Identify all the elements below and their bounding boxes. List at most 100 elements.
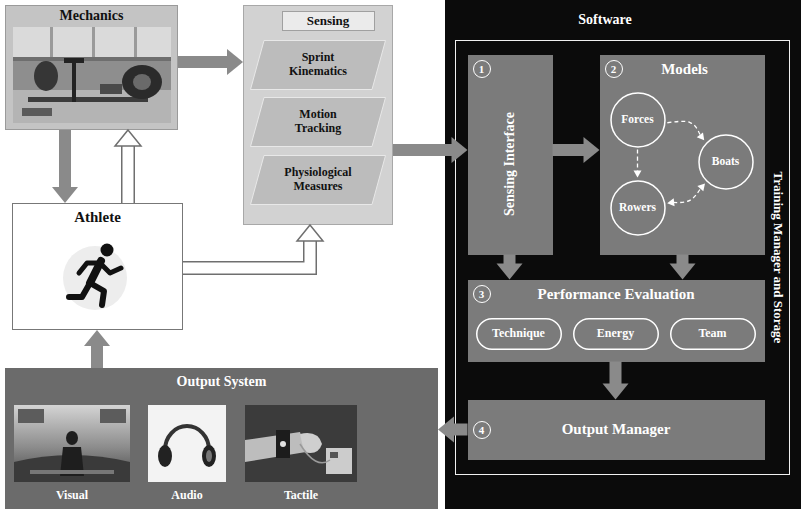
dashed-link [667, 121, 700, 135]
circle-shape [699, 135, 753, 189]
arrowhead [697, 132, 704, 140]
device-caption: Audio [171, 489, 202, 503]
illustration-part [101, 244, 114, 257]
arrow-shaft [183, 240, 310, 268]
illustration-part [90, 261, 101, 283]
illustration-part [63, 246, 127, 310]
device-caption: Tactile [284, 489, 318, 503]
illustration-part [13, 57, 171, 61]
process-title: Output Manager [562, 421, 671, 438]
criterion-label: Technique [492, 327, 545, 341]
arrow-shaft [91, 345, 103, 368]
sensor-parallelogram: Motion Tracking [250, 97, 386, 147]
arrowhead [52, 187, 78, 203]
illustration-part [330, 452, 338, 458]
sensor-label: Sprint Kinematics [278, 51, 358, 79]
criterion-label: Team [698, 327, 726, 341]
arrowhead [603, 384, 629, 400]
callout-number: 1 [473, 60, 491, 78]
model-circle: Rowers [610, 180, 666, 236]
dashed-link [673, 188, 701, 203]
panel-title: Output System [177, 374, 267, 390]
illustration-part [34, 61, 58, 91]
connector [603, 362, 629, 400]
connector [667, 183, 705, 206]
criterion-pill: Technique [476, 318, 562, 350]
sensing-panel: Sprint KinematicsMotion TrackingPhysiolo… [243, 5, 393, 225]
criterion-pill: Energy [573, 318, 659, 350]
arrow-shaft [59, 130, 71, 188]
illustration-part [100, 263, 121, 273]
illustration-part [13, 27, 171, 123]
mechanics-panel: Mechanics [5, 5, 178, 130]
pill-shape [476, 318, 561, 349]
arrowhead [697, 183, 705, 191]
dashed-link [637, 150, 638, 172]
arrow-shaft [553, 144, 585, 156]
sensor-label: Physiological Measures [278, 166, 358, 194]
callout-number: 3 [473, 285, 491, 303]
tactile-device-photo [245, 405, 357, 482]
visual-screen-photo [14, 405, 130, 482]
connector [670, 255, 696, 280]
runner-icon [63, 244, 127, 311]
illustration-part [326, 448, 352, 474]
connector [667, 121, 704, 140]
model-label: Boats [712, 155, 739, 168]
sensor-label: Motion Tracking [278, 108, 358, 136]
arrowhead [634, 171, 642, 178]
illustration-part [300, 433, 322, 453]
connector [115, 130, 141, 203]
illustration-part [64, 58, 84, 63]
process-box: TechniqueEnergyTeam3Performance Evaluati… [468, 280, 765, 362]
illustration-part [158, 445, 172, 467]
circle-shape [611, 181, 665, 235]
illustration-part [30, 470, 114, 474]
headphones-photo [148, 405, 226, 482]
illustration-part [300, 444, 330, 463]
illustration-part [90, 283, 104, 305]
arrow-outline [121, 145, 135, 203]
illustration-part [134, 27, 137, 57]
illustration-part [276, 430, 290, 458]
parallelogram-shape [251, 98, 386, 147]
arrow-shaft [453, 424, 468, 436]
arrowhead [670, 264, 696, 280]
illustration-part [14, 405, 130, 482]
parallelogram-shape [251, 41, 386, 90]
connector [52, 130, 78, 203]
arrowhead [115, 130, 141, 146]
model-label: Forces [621, 113, 653, 126]
illustration-part [13, 90, 171, 123]
connector [178, 49, 243, 75]
arrowhead [667, 198, 674, 206]
process-box: 4Output Manager [468, 400, 765, 460]
software-panel: 1Sensing InterfaceForcesBoatsRowers2Mode… [445, 0, 801, 509]
illustration-part [165, 426, 209, 450]
criterion-pill: Team [670, 318, 756, 350]
illustration-part [280, 441, 286, 447]
output-device-frame: Visual [14, 403, 130, 507]
arrowhead [438, 417, 454, 443]
output-device-frame: Tactile [245, 403, 357, 507]
athlete-box: Athlete [12, 203, 183, 330]
sensor-parallelogram: Physiological Measures [250, 155, 386, 205]
illustration-part [245, 405, 357, 482]
arrowhead [84, 330, 110, 346]
illustration-part [245, 432, 306, 462]
connector [84, 330, 110, 368]
illustration-part [18, 409, 44, 423]
panel-title: Mechanics [60, 8, 124, 24]
connector [183, 225, 323, 268]
illustration-part [206, 450, 212, 462]
criterion-label: Energy [597, 327, 634, 341]
pill-shape [573, 318, 658, 349]
illustration-part [202, 445, 216, 467]
illustration-part [92, 27, 95, 57]
panel-title: Software [578, 12, 631, 28]
device-caption: Visual [56, 489, 88, 503]
arrowhead [584, 137, 600, 163]
illustration-part [122, 65, 162, 99]
connector [438, 417, 468, 443]
